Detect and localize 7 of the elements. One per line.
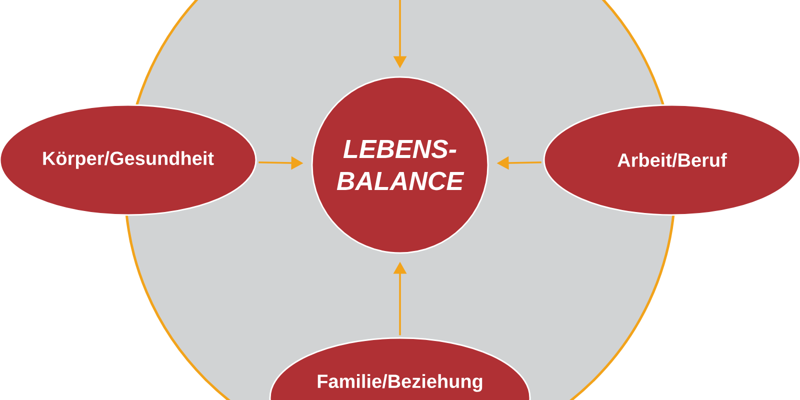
area-ellipse [543,104,800,216]
node-label: Familie/Beziehung [318,374,482,392]
center-circle [311,76,489,254]
node-label: Körper/Gesundheit [43,151,214,169]
node-label: Arbeit/Beruf [618,152,727,168]
node-label: LEBENS- BALANCE [336,140,464,190]
area-ellipse [269,337,531,400]
